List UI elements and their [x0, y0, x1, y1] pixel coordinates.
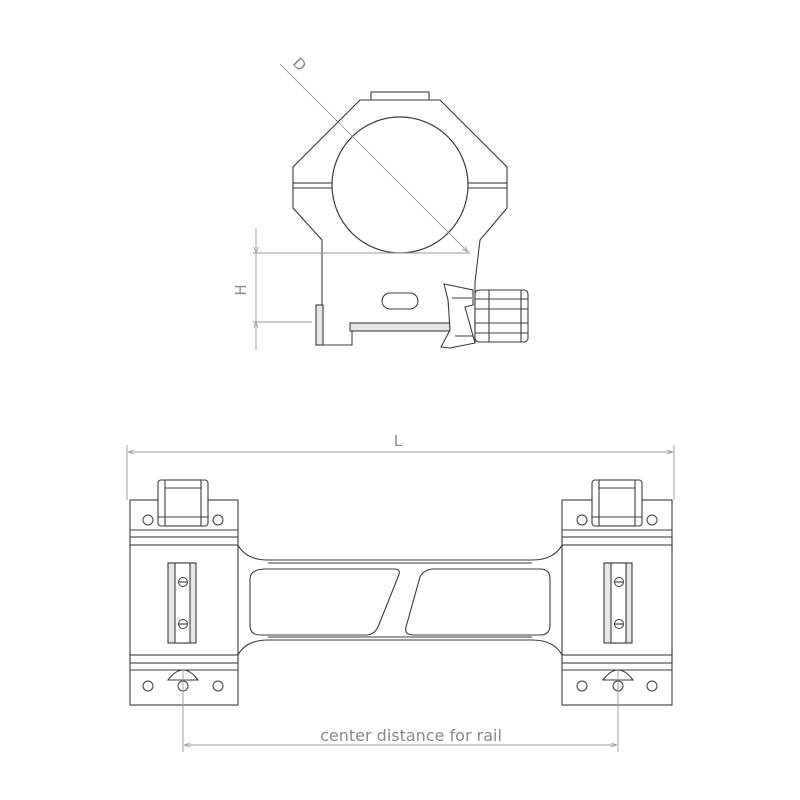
screw: [646, 514, 658, 526]
center-distance-label: center distance for rail: [320, 726, 502, 745]
screw: [212, 514, 224, 526]
left-jaw: [315, 304, 324, 346]
screw: [142, 514, 154, 526]
bridge-window-right: [405, 568, 551, 636]
clamp-jaw: [440, 283, 476, 349]
screw: [576, 514, 588, 526]
scope-bore: [331, 116, 469, 254]
screw: [142, 680, 154, 692]
bridge-window-left: [249, 568, 400, 636]
height-dimension: H: [232, 228, 312, 350]
right-ring: [561, 479, 673, 706]
screw: [576, 680, 588, 692]
length-dimension: L: [126, 432, 675, 500]
top-view: [129, 479, 673, 706]
left-ring: [129, 479, 239, 706]
front-view: [253, 91, 529, 349]
slot-hole: [381, 292, 419, 310]
center-distance-dimension: center distance for rail: [182, 670, 619, 752]
screw: [212, 680, 224, 692]
height-label: H: [232, 284, 250, 295]
screw: [646, 680, 658, 692]
rail-plate: [349, 322, 451, 332]
length-label: L: [394, 432, 403, 450]
diameter-label: D: [289, 54, 310, 75]
clamp-nut: [474, 289, 529, 343]
